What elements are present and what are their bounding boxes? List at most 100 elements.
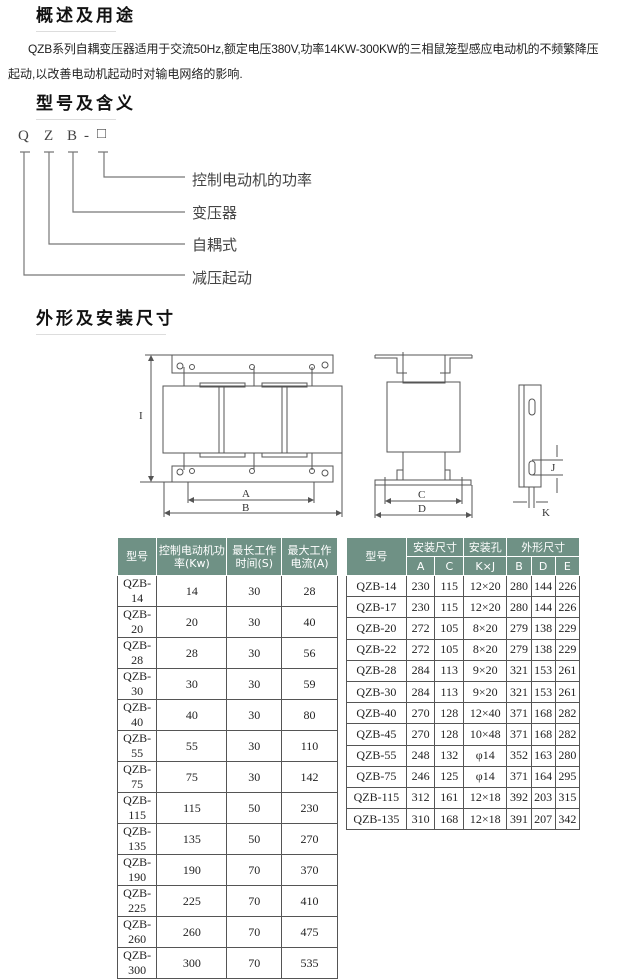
table-cell: 295	[554, 765, 581, 788]
table-cell: 161	[434, 786, 465, 810]
table-cell: 59	[281, 668, 338, 700]
table-cell: 30	[226, 668, 283, 700]
table-cell: 115	[156, 792, 228, 824]
table-cell: 207	[530, 808, 556, 831]
table-cell: 226	[554, 574, 581, 598]
table-cell: 230	[405, 596, 436, 619]
table-cell: QZB-30	[116, 668, 158, 700]
table-cell: 280	[554, 744, 581, 767]
table-cell: QZB-28	[116, 637, 158, 669]
dim-label-i: I	[139, 410, 143, 422]
table-cell: 342	[554, 808, 581, 831]
col-model: 型号	[116, 537, 158, 576]
table-cell: 284	[405, 680, 436, 704]
table-cell: 144	[530, 574, 556, 598]
table-cell: 132	[434, 744, 465, 767]
table-cell: φ14	[463, 765, 508, 788]
table-cell: 12×18	[463, 786, 508, 810]
table-cell: 371	[506, 765, 532, 788]
table-cell: 128	[434, 723, 465, 746]
table-cell: 30	[156, 668, 228, 700]
table-cell: QZB-20	[116, 606, 158, 638]
table-cell: 28	[281, 575, 338, 607]
table-cell: 30	[226, 730, 283, 762]
sub-header: K×J	[463, 556, 508, 576]
table-cell: 410	[281, 885, 338, 917]
table-cell: 475	[281, 916, 338, 948]
table-cell: 115	[434, 574, 465, 598]
table-cell: 30	[226, 637, 283, 669]
table-cell: 20	[156, 606, 228, 638]
dim-label-b: B	[242, 502, 249, 514]
table-cell: 168	[530, 702, 556, 725]
table-cell: 153	[530, 680, 556, 704]
table-cell: 280	[506, 596, 532, 619]
table-cell: 128	[434, 702, 465, 725]
table-cell: 50	[226, 823, 283, 855]
table-cell: 10×48	[463, 723, 508, 746]
table-cell: 70	[226, 947, 283, 979]
table-cell: QZB-20	[346, 617, 407, 640]
table-cell: 225	[156, 885, 228, 917]
table-cell: QZB-115	[116, 792, 158, 824]
table-cell: 75	[156, 761, 228, 793]
table-cell: 138	[530, 617, 556, 640]
dim-label-c: C	[418, 489, 425, 501]
dimension-drawing: A B C D I J K	[139, 352, 563, 519]
code-label-reduced-start: 减压起动	[192, 271, 253, 287]
table-cell: 279	[506, 617, 532, 640]
table-cell: QZB-135	[116, 823, 158, 855]
table-cell: QZB-55	[346, 744, 407, 767]
table-cell: 190	[156, 854, 228, 886]
section-title-overview: 概述及用途	[36, 6, 136, 32]
table-cell: 229	[554, 638, 581, 661]
table-cell: 30	[226, 575, 283, 607]
col-power: 控制电动机功率(Kw)	[156, 537, 228, 576]
table-cell: 113	[434, 659, 465, 682]
dim-label-k: K	[542, 507, 550, 519]
table-cell: 315	[554, 786, 581, 810]
table-cell: QZB-75	[116, 761, 158, 793]
table-cell: QZB-300	[116, 947, 158, 979]
table-cell: 105	[434, 638, 465, 661]
table-cell: 14	[156, 575, 228, 607]
table-cell: 272	[405, 617, 436, 640]
table-cell: 9×20	[463, 659, 508, 682]
table-cell: 203	[530, 786, 556, 810]
table-cell: 226	[554, 596, 581, 619]
table-cell: 321	[506, 659, 532, 682]
col-group-hole: 安装孔	[463, 537, 508, 557]
table-cell: 30	[226, 761, 283, 793]
table-cell: 310	[405, 808, 436, 831]
table-cell: 392	[506, 786, 532, 810]
table-cell: QZB-225	[116, 885, 158, 917]
table-cell: 230	[281, 792, 338, 824]
sub-header: B	[506, 556, 532, 576]
table-cell: QZB-30	[346, 680, 407, 704]
table-cell: 105	[434, 617, 465, 640]
table-cell: QZB-14	[116, 575, 158, 607]
table-cell: QZB-75	[346, 765, 407, 788]
table-cell: QZB-17	[346, 596, 407, 619]
table-cell: 246	[405, 765, 436, 788]
table-cell: 115	[434, 596, 465, 619]
table-cell: 300	[156, 947, 228, 979]
table-cell: 282	[554, 723, 581, 746]
overview-text-line2: 起动,以改善电动机起动时对输电网络的影响.	[8, 67, 243, 81]
table-cell: 55	[156, 730, 228, 762]
table-cell: 125	[434, 765, 465, 788]
table-cell: 12×20	[463, 596, 508, 619]
code-label-power: 控制电动机的功率	[192, 173, 313, 189]
